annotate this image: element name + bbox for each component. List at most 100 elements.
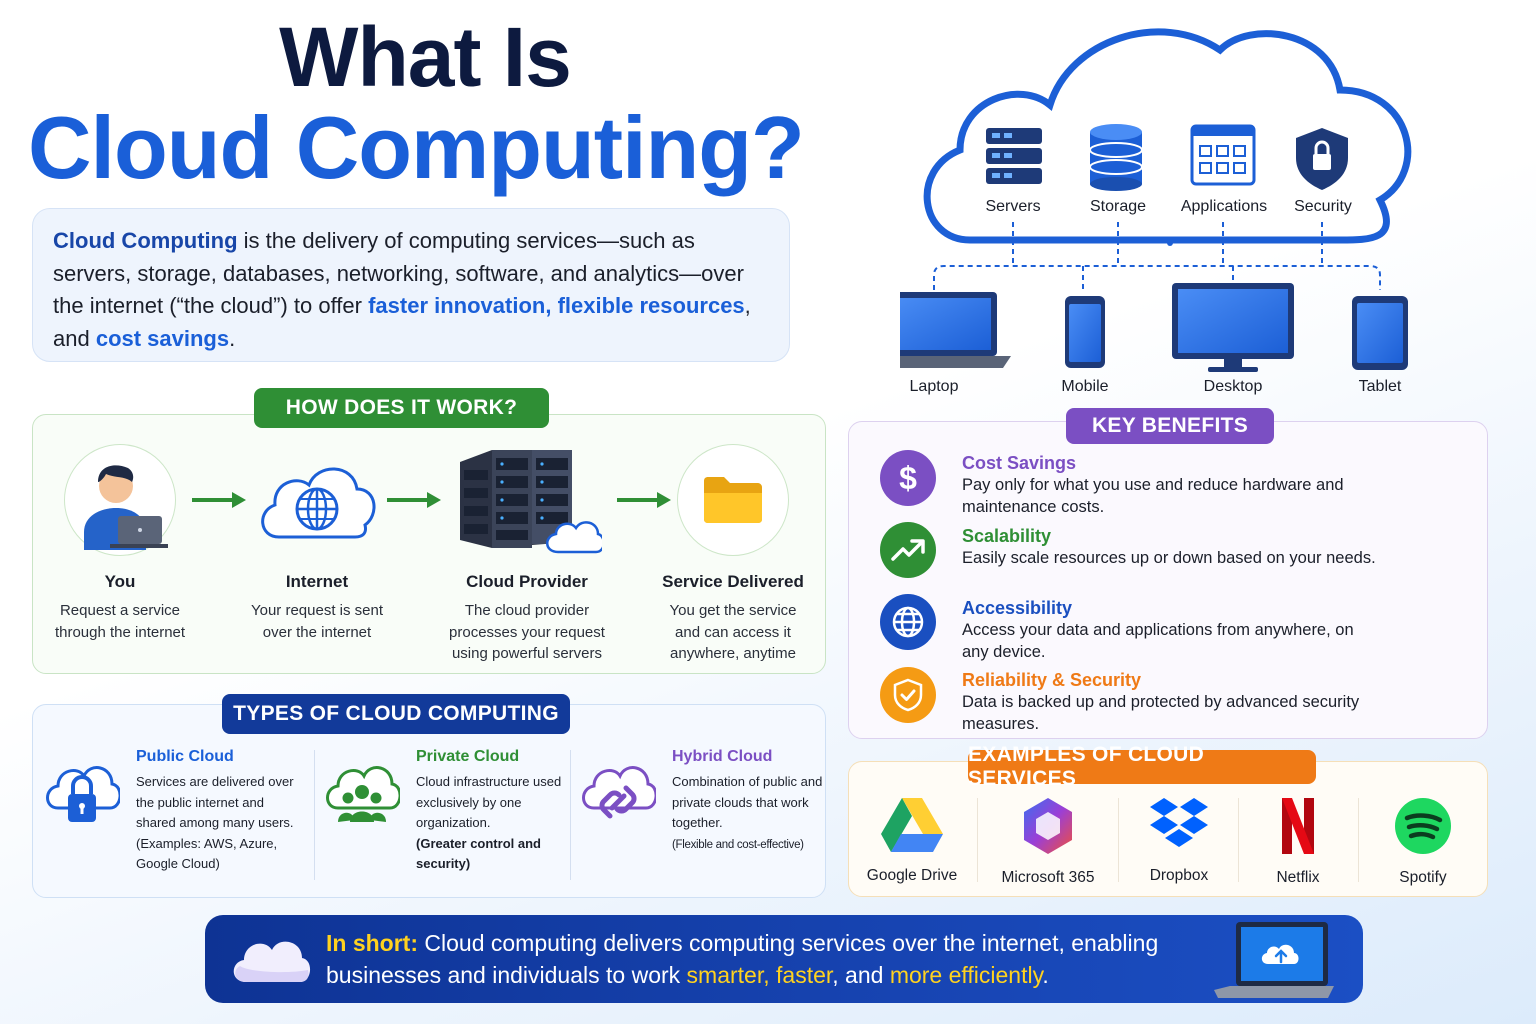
definition-text-1: is the delivery of computing services—su… xyxy=(53,228,744,318)
page-title-line1: What Is xyxy=(279,10,572,104)
cloud-diagram xyxy=(900,28,1412,372)
step-internet: Internet Your request is sent over the i… xyxy=(217,444,417,643)
arrow-right-icon xyxy=(387,492,441,508)
laptop-icon xyxy=(900,292,1011,368)
example-name-microsoft-365: Microsoft 365 xyxy=(1001,869,1095,886)
mobile-icon xyxy=(1065,296,1105,368)
example-netflix: Netflix xyxy=(1233,796,1363,887)
divider xyxy=(1238,798,1239,882)
private-cloud-users-icon xyxy=(326,766,400,822)
globe-icon xyxy=(880,594,936,650)
in-short-text: In short: Cloud computing delivers compu… xyxy=(326,930,1159,988)
arrow-right-icon xyxy=(192,492,246,508)
benefit-title-accessibility: Accessibility xyxy=(962,598,1073,618)
device-label-tablet: Tablet xyxy=(1358,378,1402,395)
connector-lines xyxy=(933,222,1381,290)
spotify-icon xyxy=(1395,798,1451,854)
benefits-section xyxy=(848,421,1488,739)
in-short-label: In short: xyxy=(326,930,418,956)
in-short-highlight-1: smarter, faster xyxy=(686,961,833,988)
shield-check-icon xyxy=(880,667,936,723)
benefit-desc-cost: Pay only for what you use and reduce har… xyxy=(962,476,1344,516)
service-label-security: Security xyxy=(1294,198,1352,215)
user-icon xyxy=(64,444,176,556)
definition-box: Cloud Computing is the delivery of compu… xyxy=(32,208,790,362)
internet-cloud-icon xyxy=(253,444,381,556)
types-section xyxy=(32,704,826,898)
divider xyxy=(570,750,571,880)
google-drive-icon xyxy=(881,798,943,852)
dollar-icon: $ xyxy=(880,450,936,506)
cloud-outline xyxy=(923,28,1412,244)
microsoft-365-icon xyxy=(1024,798,1072,854)
benefit-desc-scalability: Easily scale resources up or down based … xyxy=(962,549,1376,567)
benefits-heading: KEY BENEFITS xyxy=(1066,408,1274,444)
background-clouds xyxy=(866,42,1516,188)
benefit-title-cost: Cost Savings xyxy=(962,453,1077,473)
example-spotify: Spotify xyxy=(1358,796,1488,887)
example-name-netflix: Netflix xyxy=(1276,869,1320,886)
example-google-drive: Google Drive xyxy=(847,796,977,885)
type-desc-public: Services are delivered over the public i… xyxy=(136,774,294,872)
divider xyxy=(977,798,978,882)
cloud-icon xyxy=(233,941,311,982)
in-short-highlight-2: more efficiently xyxy=(889,961,1043,988)
tablet-icon xyxy=(1352,296,1408,370)
service-label-servers: Servers xyxy=(985,198,1041,215)
service-label-applications: Applications xyxy=(1180,198,1268,215)
applications-icon xyxy=(1190,124,1256,186)
step-title-you: You xyxy=(104,572,136,591)
step-you: You Request a service through the intern… xyxy=(20,444,220,643)
public-cloud-lock-icon xyxy=(46,766,120,822)
benefit-title-scalability: Scalability xyxy=(962,526,1052,546)
types-heading: TYPES OF CLOUD COMPUTING xyxy=(222,694,570,734)
example-name-spotify: Spotify xyxy=(1399,869,1447,886)
security-icon xyxy=(1296,128,1348,190)
device-label-mobile: Mobile xyxy=(1061,378,1109,395)
desktop-icon xyxy=(1172,283,1294,372)
device-label-laptop: Laptop xyxy=(909,378,959,395)
device-label-desktop: Desktop xyxy=(1203,378,1263,395)
type-desc-private: Cloud infrastructure used exclusively by… xyxy=(416,774,562,872)
laptop-upload-icon xyxy=(1214,922,1334,998)
benefit-desc-accessibility: Access your data and applications from a… xyxy=(962,621,1354,661)
benefit-desc-reliability: Data is backed up and protected by advan… xyxy=(962,693,1360,733)
type-title-private: Private Cloud xyxy=(416,748,520,765)
trend-up-icon xyxy=(880,522,936,578)
type-note-private: (Greater control and security) xyxy=(416,835,541,872)
dropbox-icon xyxy=(1150,798,1208,847)
definition-highlight-1: faster innovation, flexible resources xyxy=(368,293,745,318)
example-microsoft-365: Microsoft 365 xyxy=(983,796,1113,887)
step-desc-cloud-provider: The cloud provider processes your reques… xyxy=(449,602,605,662)
benefit-title-reliability: Reliability & Security xyxy=(962,670,1142,690)
how-it-works-heading: HOW DOES IT WORK? xyxy=(254,388,549,428)
step-service-delivered: Service Delivered You get the service an… xyxy=(633,444,833,665)
definition-term: Cloud Computing xyxy=(53,228,238,253)
arrow-right-icon xyxy=(617,492,671,508)
page-title-line2: Cloud Computing? xyxy=(28,98,805,197)
definition-text-3: . xyxy=(229,325,236,351)
service-label-storage: Storage xyxy=(1089,198,1147,215)
definition-highlight-2: cost savings xyxy=(95,325,230,351)
storage-icon xyxy=(1089,124,1143,191)
type-note-hybrid: (Flexible and cost-effective) xyxy=(672,838,804,851)
type-title-public: Public Cloud xyxy=(136,748,234,765)
step-cloud-provider: Cloud Provider The cloud provider proces… xyxy=(427,444,627,665)
step-desc-service-delivered: You get the service and can access it an… xyxy=(669,602,797,662)
divider xyxy=(1358,798,1359,882)
example-name-dropbox: Dropbox xyxy=(1149,867,1209,884)
folder-icon xyxy=(677,444,789,556)
servers-icon xyxy=(986,128,1042,184)
example-dropbox: Dropbox xyxy=(1114,796,1244,885)
step-desc-internet: Your request is sent over the internet xyxy=(250,602,384,641)
in-short-banner xyxy=(205,915,1363,1003)
example-name-google-drive: Google Drive xyxy=(866,867,958,884)
server-rack-icon xyxy=(452,444,605,556)
hybrid-cloud-link-icon xyxy=(582,766,656,819)
step-desc-you: Request a service through the internet xyxy=(54,602,186,641)
type-desc-hybrid: Combination of public and private clouds… xyxy=(672,774,823,851)
divider xyxy=(1118,798,1119,882)
netflix-icon xyxy=(1282,798,1314,854)
divider xyxy=(314,750,315,880)
examples-heading: EXAMPLES OF CLOUD SERVICES xyxy=(968,743,1316,790)
